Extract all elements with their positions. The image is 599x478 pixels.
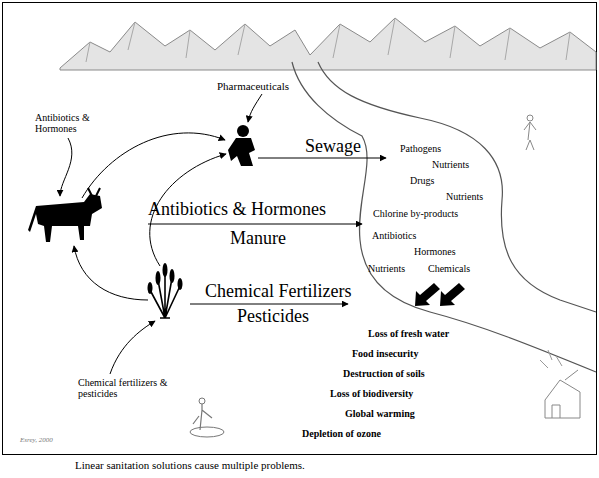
flow-label: Chemical Fertilizers	[205, 282, 351, 302]
flow-arrow	[258, 158, 386, 159]
crop-icon	[150, 272, 180, 318]
source-label: Chemical fertilizers & pesticides	[78, 377, 178, 399]
input-arrow	[110, 321, 155, 374]
well-sketch	[190, 427, 224, 437]
bold-arrow	[440, 283, 465, 306]
crop-icon	[170, 269, 175, 283]
figure-caption: Linear sanitation solutions cause multip…	[75, 459, 305, 471]
crop-icon	[163, 263, 168, 277]
input-arrow	[74, 246, 148, 300]
mountain-range	[60, 18, 596, 70]
pollutant-label: Drugs	[410, 175, 434, 186]
house-sketch	[540, 350, 562, 368]
cow-icon	[28, 194, 102, 242]
river-bank	[318, 62, 596, 312]
well-sketch	[199, 398, 205, 404]
cow-icon	[88, 188, 100, 196]
crop-icon	[178, 278, 183, 290]
bold-arrow	[415, 283, 440, 306]
signature: Esrey, 2000	[20, 437, 53, 445]
crop-icon	[148, 282, 153, 294]
input-arrow	[248, 94, 262, 122]
source-label: Antibiotics & Hormones	[35, 112, 105, 134]
input-arrow	[82, 133, 225, 198]
frame	[3, 3, 597, 455]
source-label: Pharmaceuticals	[217, 80, 289, 92]
problem-label: Loss of biodiversity	[330, 388, 413, 399]
figure-sketch	[527, 115, 533, 121]
pollutant-label: Nutrients	[432, 159, 469, 170]
input-arrow	[60, 138, 72, 196]
flow-label: Pesticides	[237, 307, 309, 327]
well-sketch	[193, 404, 212, 430]
pollutant-label: Antibiotics	[372, 230, 416, 241]
problem-label: Loss of fresh water	[368, 328, 449, 339]
flow-arrow	[190, 304, 348, 305]
pollutant-label: Pathogens	[400, 143, 441, 154]
person-icon	[237, 125, 249, 137]
river-bank	[292, 62, 596, 372]
pollutant-label: Chlorine by-products	[373, 208, 458, 219]
flow-arrow	[148, 224, 362, 225]
pollutant-label: Nutrients	[368, 263, 405, 274]
problem-label: Depletion of ozone	[302, 428, 381, 439]
house-sketch	[545, 370, 580, 418]
mountain-shading	[86, 18, 570, 62]
problem-label: Food insecurity	[352, 348, 418, 359]
person-icon	[228, 138, 255, 166]
figure-sketch	[524, 122, 536, 150]
flow-label: Antibiotics & Hormones	[148, 200, 326, 220]
pollutant-label: Nutrients	[446, 191, 483, 202]
flow-label: Sewage	[305, 137, 361, 157]
problem-label: Destruction of soils	[343, 368, 425, 379]
crop-icon	[156, 271, 161, 285]
flow-label: Manure	[230, 229, 286, 249]
problem-label: Global warming	[345, 408, 415, 419]
pollutant-label: Chemicals	[428, 263, 470, 274]
pollutant-label: Hormones	[414, 246, 456, 257]
